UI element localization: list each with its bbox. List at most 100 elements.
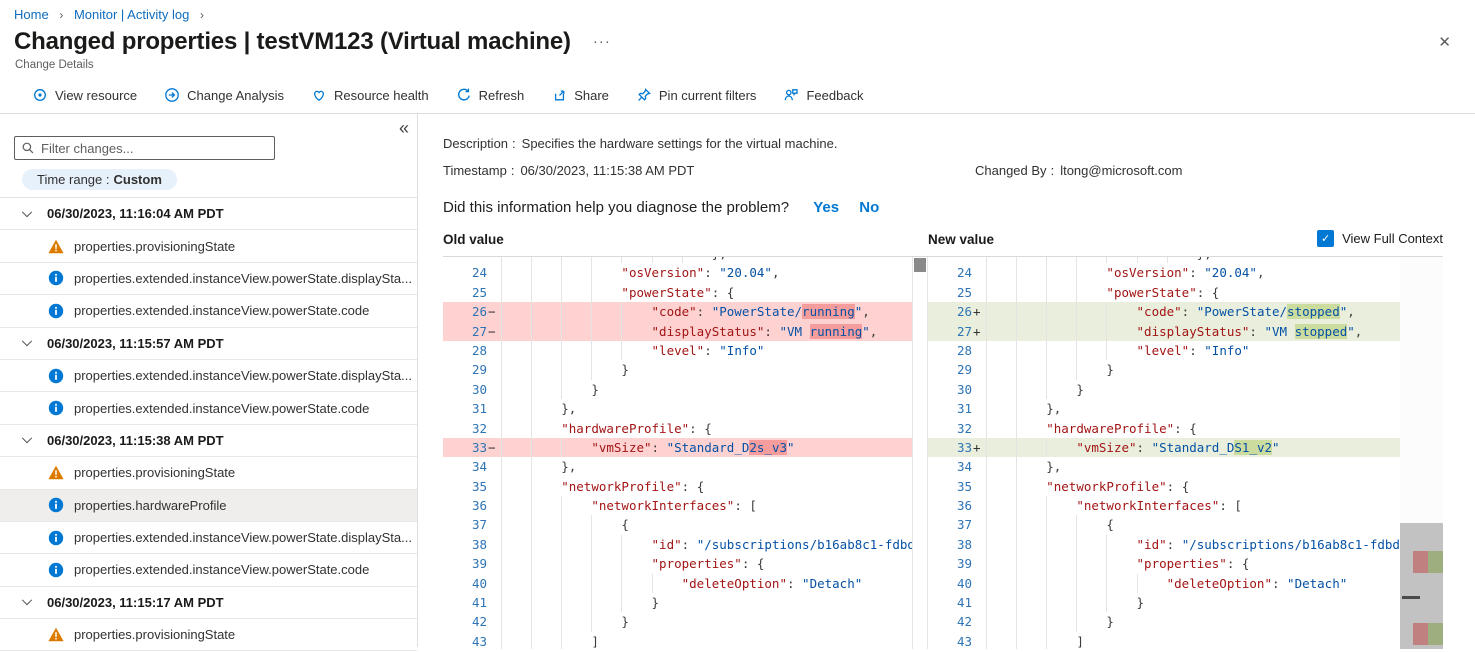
diff-line[interactable]: 35 "networkProfile": {	[443, 476, 912, 497]
diff-line[interactable]: 24 "osVersion": "20.04",	[443, 263, 912, 283]
line-number: 32	[956, 420, 972, 436]
new-value-pane[interactable]: },24 "osVersion": "20.04",25 "powerState…	[928, 257, 1443, 649]
indent-guide	[1046, 496, 1048, 516]
sidebar-item-properties-extended-instanceview-powerstate-code[interactable]: properties.extended.instanceView.powerSt…	[0, 554, 417, 587]
diff-line[interactable]: 30 }	[443, 379, 912, 400]
old-value-pane[interactable]: },24 "osVersion": "20.04",25 "powerState…	[443, 257, 912, 649]
time-range-pill[interactable]: Time range : Custom	[22, 169, 177, 190]
diff-line[interactable]: 26+ "code": "PowerState/stopped",	[928, 302, 1400, 322]
diff-line[interactable]: 40 "deleteOption": "Detach"	[928, 573, 1400, 594]
diff-line[interactable]: 39 "properties": {	[928, 554, 1400, 574]
toolbar-change-analysis[interactable]: Change Analysis	[164, 87, 284, 103]
diff-sign	[972, 283, 986, 302]
indent-guide	[591, 340, 593, 361]
diff-line[interactable]: 38 "id": "/subscriptions/b16ab8c1-fdbd-4…	[443, 534, 912, 555]
diff-line[interactable]: },	[928, 257, 1400, 264]
sidebar-item-properties-hardwareprofile[interactable]: properties.hardwareProfile	[0, 489, 417, 522]
diff-del-mark	[1413, 623, 1428, 645]
chevron-down-icon	[20, 336, 34, 350]
diff-line[interactable]: 32 "hardwareProfile": {	[928, 418, 1400, 438]
sidebar-item-properties-provisioningstate[interactable]: properties.provisioningState	[0, 230, 417, 263]
more-options-icon[interactable]: ···	[592, 33, 611, 50]
scrollbar-thumb[interactable]	[914, 258, 926, 272]
filter-changes-input[interactable]	[41, 140, 268, 156]
diff-line[interactable]: 38 "id": "/subscriptions/b16ab8c1-fdbd-4…	[928, 534, 1400, 555]
toolbar-refresh[interactable]: Refresh	[456, 87, 524, 103]
code-text: }	[986, 593, 1400, 613]
diff-line[interactable]: 34 },	[928, 457, 1400, 477]
toolbar-resource-health[interactable]: Resource health	[311, 87, 429, 103]
no-button[interactable]: No	[859, 199, 880, 216]
diff-line[interactable]: 28 "level": "Info"	[928, 340, 1400, 361]
diff-line[interactable]: 39 "properties": {	[443, 554, 912, 574]
diff-overview-ruler[interactable]	[1400, 257, 1443, 649]
diff-line[interactable]: 41 }	[443, 593, 912, 613]
diff-line[interactable]: 36 "networkInterfaces": [	[443, 496, 912, 516]
diff-line[interactable]: 33+ "vmSize": "Standard_DS1_v2"	[928, 437, 1400, 458]
diff-scrollbar[interactable]	[912, 257, 928, 649]
indent-guide	[591, 554, 593, 574]
line-number: 28	[471, 342, 487, 358]
code-text: "vmSize": "Standard_DS1_v2"	[986, 437, 1400, 458]
diff-line[interactable]: 29 }	[443, 360, 912, 380]
diff-line[interactable]: },	[443, 257, 912, 264]
toolbar-view-resource[interactable]: View resource	[32, 87, 137, 103]
toolbar-pin-current-filters[interactable]: Pin current filters	[636, 87, 756, 103]
collapse-sidebar-icon[interactable]: «	[398, 118, 409, 138]
sidebar-item-properties-provisioningstate[interactable]: properties.provisioningState	[0, 457, 417, 490]
sidebar-item-properties-extended-instanceview-powerstate-code[interactable]: properties.extended.instanceView.powerSt…	[0, 295, 417, 328]
yes-button[interactable]: Yes	[813, 199, 840, 216]
indent-guide	[986, 321, 987, 341]
sidebar-group-header[interactable]: 06/30/2023, 11:15:38 AM PDT	[0, 425, 417, 458]
diff-line[interactable]: 32 "hardwareProfile": {	[443, 418, 912, 438]
diff-line[interactable]: 25 "powerState": {	[443, 282, 912, 303]
sidebar-item-properties-extended-instanceview-powerstate-displaysta-[interactable]: properties.extended.instanceView.powerSt…	[0, 522, 417, 555]
sidebar-item-properties-provisioningstate[interactable]: properties.provisioningState	[0, 619, 417, 652]
breadcrumb-activity-log-link[interactable]: Monitor | Activity log	[73, 7, 190, 22]
view-full-context-toggle[interactable]: ✓ View Full Context	[1317, 230, 1443, 247]
toolbar-feedback[interactable]: Feedback	[783, 87, 864, 103]
breadcrumb-home-link[interactable]: Home	[14, 7, 49, 22]
diff-line[interactable]: 35 "networkProfile": {	[928, 476, 1400, 497]
indent-guide	[1106, 593, 1108, 613]
diff-line[interactable]: 26− "code": "PowerState/running",	[443, 302, 912, 322]
colon: :	[512, 136, 516, 151]
diff-sign	[972, 593, 986, 612]
change-property-label: properties.extended.instanceView.powerSt…	[74, 530, 412, 546]
line-number: 28	[956, 342, 972, 358]
indent-guide	[531, 593, 533, 613]
toolbar-share[interactable]: Share	[551, 87, 609, 103]
diff-line[interactable]: 28 "level": "Info"	[443, 340, 912, 361]
diff-line[interactable]: 33− "vmSize": "Standard_D2s_v3"	[443, 437, 912, 458]
diff-line[interactable]: 43 ]	[928, 631, 1400, 649]
code-text: },	[501, 399, 912, 419]
diff-line[interactable]: 31 },	[443, 399, 912, 419]
diff-line[interactable]: 30 }	[928, 379, 1400, 400]
diff-line[interactable]: 24 "osVersion": "20.04",	[928, 263, 1400, 283]
sidebar-item-properties-extended-instanceview-powerstate-code[interactable]: properties.extended.instanceView.powerSt…	[0, 392, 417, 425]
diff-line[interactable]: 40 "deleteOption": "Detach"	[443, 573, 912, 594]
sidebar-item-properties-extended-instanceview-powerstate-displaysta-[interactable]: properties.extended.instanceView.powerSt…	[0, 360, 417, 393]
indent-guide	[1046, 379, 1048, 400]
checkbox-checked-icon[interactable]: ✓	[1317, 230, 1335, 247]
diff-line[interactable]: 43 ]	[443, 631, 912, 649]
diff-line[interactable]: 34 },	[443, 457, 912, 477]
sidebar-group-header[interactable]: 06/30/2023, 11:15:17 AM PDT	[0, 587, 417, 620]
indent-guide	[1106, 302, 1108, 322]
diff-line[interactable]: 25 "powerState": {	[928, 282, 1400, 303]
diff-line[interactable]: 31 },	[928, 399, 1400, 419]
sidebar-group-header[interactable]: 06/30/2023, 11:15:57 AM PDT	[0, 328, 417, 360]
code-text: }	[986, 360, 1400, 380]
sidebar-item-properties-extended-instanceview-powerstate-displaysta-[interactable]: properties.extended.instanceView.powerSt…	[0, 263, 417, 296]
diff-line[interactable]: 42 }	[928, 612, 1400, 632]
diff-line[interactable]: 36 "networkInterfaces": [	[928, 496, 1400, 516]
diff-line[interactable]: 42 }	[443, 612, 912, 632]
close-icon[interactable]: ✕	[1438, 34, 1451, 51]
diff-line[interactable]: 41 }	[928, 593, 1400, 613]
diff-line[interactable]: 29 }	[928, 360, 1400, 380]
diff-line[interactable]: 37 {	[928, 515, 1400, 535]
diff-line[interactable]: 27− "displayStatus": "VM running",	[443, 321, 912, 341]
diff-line[interactable]: 27+ "displayStatus": "VM stopped",	[928, 321, 1400, 341]
diff-line[interactable]: 37 {	[443, 515, 912, 535]
sidebar-group-header[interactable]: 06/30/2023, 11:16:04 AM PDT	[0, 198, 417, 231]
